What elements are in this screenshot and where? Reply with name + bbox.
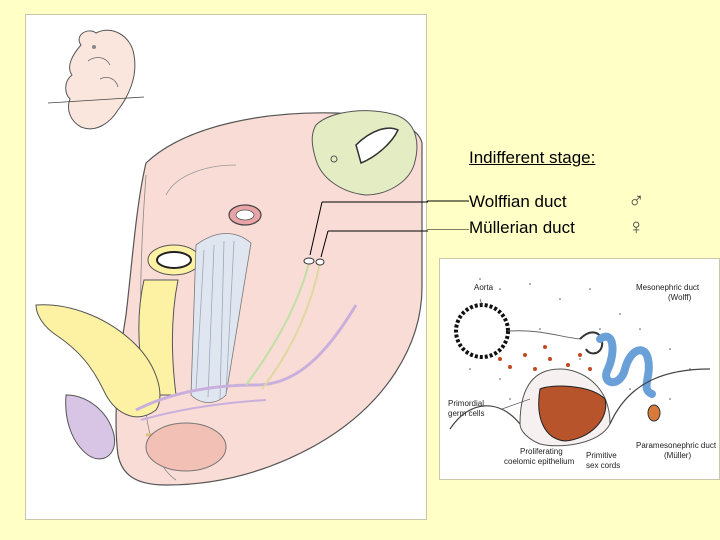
gut-endoderm <box>145 422 227 472</box>
inset-label-mesonephric-sub: (Wolff) <box>668 293 692 302</box>
inset-label-primordial-sub: germ cells <box>448 409 485 418</box>
inset-paramesonephric-duct <box>647 404 661 422</box>
inset-label-primitive-sub: sex cords <box>586 461 621 470</box>
mullerian-duct-lumen <box>315 258 325 266</box>
mesonephric-ridge <box>190 233 252 403</box>
wolffian-duct-label: Wolffian duct <box>469 192 567 211</box>
wolffian-duct-lumen <box>303 257 315 265</box>
leader-lines <box>427 200 469 230</box>
inset-label-proliferating-sub: coelomic epithelium <box>504 457 575 466</box>
neural-tube <box>311 110 418 196</box>
inset-label-paramesonephric-sub: (Müller) <box>664 451 692 460</box>
male-symbol: ♂ <box>628 188 645 213</box>
genital-ducts <box>245 257 325 390</box>
legend-heading: Indifferent stage: <box>469 148 596 167</box>
inset-diagram <box>449 278 711 447</box>
embryo-thumbnail <box>47 29 145 130</box>
aorta <box>228 204 262 226</box>
inset-germ-cells <box>498 345 592 371</box>
inset-histology-panel: Aorta Mesonephric duct (Wolff) Primordia… <box>439 258 720 480</box>
mullerian-duct-label: Müllerian duct <box>469 218 575 237</box>
inset-mesonephric-duct <box>596 332 656 398</box>
inset-label-primordial: Primordial <box>448 399 485 408</box>
yellow-sinus <box>35 304 161 460</box>
inset-label-aorta: Aorta <box>474 283 494 292</box>
main-illustration-panel <box>25 14 428 520</box>
inset-sex-cords <box>538 385 607 442</box>
inset-label-paramesonephric: Paramesonephric duct <box>636 441 717 450</box>
inset-label-primitive: Primitive <box>586 451 617 460</box>
inset-label-mesonephric: Mesonephric duct <box>636 283 700 292</box>
inset-aorta <box>454 303 510 359</box>
embryo-cross-section-illustration <box>35 29 428 486</box>
female-symbol: ♀ <box>628 214 645 239</box>
inset-label-proliferating: Proliferating <box>520 447 563 456</box>
